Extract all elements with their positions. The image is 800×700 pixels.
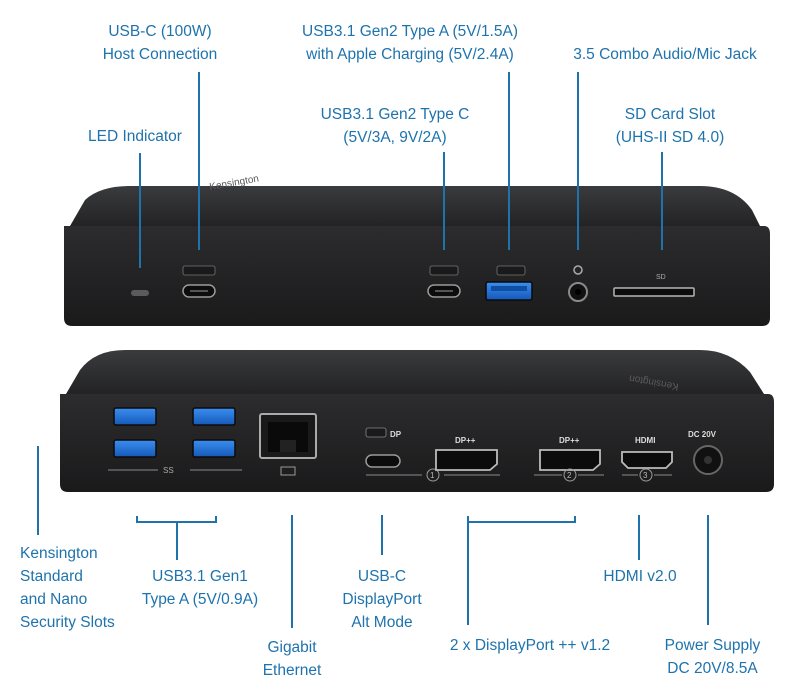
dc-power-port [693,445,723,475]
ss-marking: SS [163,466,174,475]
label-sd-slot: SD Card Slot(UHS-II SD 4.0) [615,106,725,146]
sd-card-slot [613,287,695,297]
usbc-dp-port [365,427,500,482]
rear-face [60,394,774,492]
callout-displayport [467,516,576,523]
port-number-2: 2 [567,471,572,480]
label-led: LED Indicator [88,128,182,145]
audio-jack [568,265,588,302]
usb-a-charging-port [485,265,533,301]
usbc-gen2-port [427,265,461,298]
usb-gen1-ports [108,407,242,471]
hdmi-marking: HDMI [635,436,655,445]
displayport-1 [435,449,498,471]
callout-lines [37,72,709,628]
rear-unit: Kensington SS [60,350,774,492]
port-number-1: 1 [430,471,435,480]
led-indicator [131,290,149,296]
label-displayport: 2 x DisplayPort ++ v1.2 [449,637,611,654]
label-audio-jack: 3.5 Combo Audio/Mic Jack [573,46,757,63]
dp1-marking: DP++ [455,436,476,445]
displayport-2 [534,449,604,482]
label-hdmi: HDMI v2.0 [603,568,677,585]
dp-marking: DP [390,430,402,439]
front-face [64,226,770,326]
dc-marking: DC 20V [688,430,717,439]
front-unit: Kensington [64,173,770,326]
label-usbc-host: USB-C (100W)Host Connection [102,23,218,63]
front-top-surface [70,186,760,226]
usbc-host-port [182,265,216,298]
label-usbc-gen2: USB3.1 Gen2 Type C(5V/3A, 9V/2A) [320,106,470,146]
rear-top-surface [66,350,764,394]
label-usb-a-charging: USB3.1 Gen2 Type A (5V/1.5A)with Apple C… [302,23,518,63]
hdmi-port [621,451,673,482]
ethernet-port [259,413,317,476]
port-number-3: 3 [643,471,648,480]
dp2-marking: DP++ [559,436,580,445]
sd-marking: SD [656,274,666,281]
callout-usb-gen1 [136,516,217,523]
